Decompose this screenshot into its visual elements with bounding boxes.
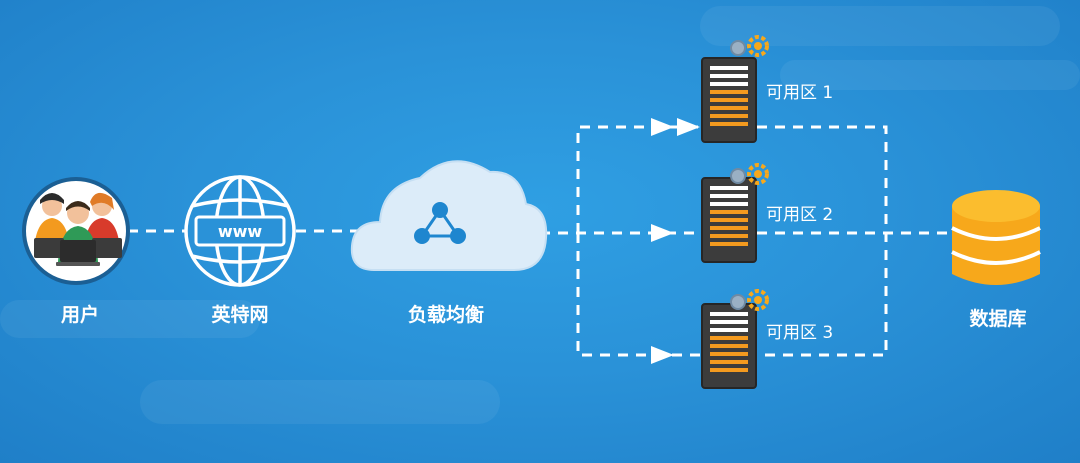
server-icon-zone-3 [701,289,769,389]
cloud-icon [350,160,548,271]
www-badge-text: www [218,222,263,241]
users-icon [22,177,130,285]
database-icon [951,190,1041,285]
www-badge [194,215,286,247]
server-icon-zone-1 [701,35,769,143]
background-streak [700,6,1060,46]
background-streak [780,60,1080,90]
internet-label: 英特网 [211,304,269,326]
arrow-zone2 [651,224,674,242]
arrow-zone1-b [677,118,700,136]
connector-lb-zone1 [576,125,700,233]
background-streak [0,300,260,338]
zone-1-label: 可用区 1 [766,83,834,103]
background-streak [140,380,500,424]
database-label: 数据库 [969,308,1027,330]
network-node-icon [414,202,466,244]
server-icon-zone-2 [701,163,769,263]
arrow-zone1-a [651,118,674,136]
load-balancer-label: 负载均衡 [407,304,485,326]
connector-lb-zone3 [576,233,700,357]
users-label: 用户 [60,304,100,326]
connector-zones-right [757,125,888,357]
arrow-zone3 [651,346,674,364]
arrowheads [651,118,700,364]
zone-2-label: 可用区 2 [766,205,834,225]
zone-3-label: 可用区 3 [766,323,834,343]
